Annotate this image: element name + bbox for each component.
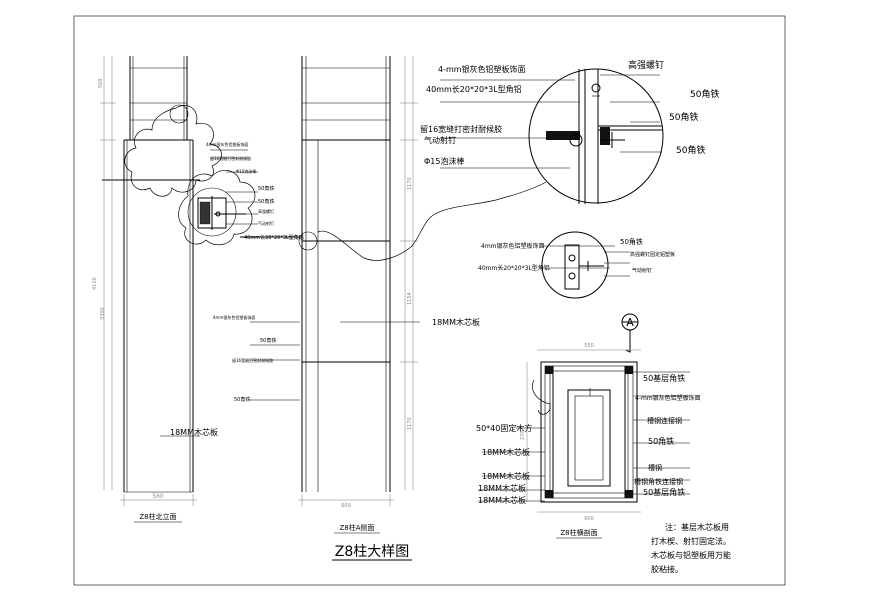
caption-plan: Z8柱横剖面 [560, 528, 597, 537]
md-facing: 4mm银灰色铝塑板饰面 [481, 242, 545, 250]
ld-angle: 40mm长20*20*3L型角铝 [426, 84, 522, 94]
dim-h1: 568 [98, 78, 104, 88]
md-nail: 气动射钉 [632, 267, 652, 274]
caption-side: Z8柱A侧面 [339, 523, 374, 532]
front-elevation [100, 56, 200, 506]
main-title: Z8柱大样图 [335, 544, 410, 560]
large-detail [440, 68, 664, 204]
note-line4: 胶粘接。 [651, 564, 683, 574]
pl-base-iron: 50基层角铁 [643, 373, 685, 383]
ld-facing: 4-mm银灰色铝塑板饰面 [438, 64, 526, 74]
front-board: 18MM木芯板 [170, 427, 218, 437]
pl-board4: 18MM木芯板 [478, 495, 526, 505]
small-detail [178, 149, 300, 246]
side-elevation [250, 56, 420, 506]
side-seal: 留16宽缝打密封耐候胶 [232, 357, 273, 363]
ld-iron2: 50角铁 [669, 111, 698, 123]
sheet-border [73, 15, 786, 586]
sd-facing: 4mm银灰色铝塑板饰面 [206, 141, 248, 147]
pl-iron: 50角铁 [648, 436, 674, 446]
ld-bolt: 高强螺钉 [628, 59, 664, 71]
dim-plan-bottom: 600 [584, 516, 594, 522]
ld-foam: Φ15泡沫棒 [424, 156, 464, 166]
dim-front-width: 560 [152, 493, 164, 500]
pl-wood-block: 50*40固定木方 [476, 423, 532, 433]
caption-front: Z8柱北立面 [139, 512, 176, 521]
dim-plan-w: 550 [584, 343, 594, 349]
front-callout-cloud [124, 105, 222, 197]
ld-iron3: 50角铁 [676, 144, 705, 156]
ld-gap: 留16宽缝打密封耐候胶 [420, 124, 502, 134]
pl-board3: 18MM木芯板 [478, 483, 526, 493]
plan-section: A [478, 313, 690, 513]
ld-gap2: 气动射钉 [424, 135, 456, 145]
side-board: 18MM木芯板 [432, 317, 480, 327]
pl-channel-conn: 槽钢连接钢 [647, 416, 682, 425]
ld-iron1: 50角铁 [690, 88, 719, 100]
pl-base-iron2: 50基层角铁 [643, 487, 685, 497]
sd-seal: 留16宽缝打密封耐候胶 [210, 155, 251, 161]
pl-channel: 槽钢 [648, 463, 662, 472]
sd-angle: 40mm长20*20*3L型角铝 [244, 234, 304, 241]
sd-foam: Φ15泡沫棒 [236, 168, 256, 174]
dim-plan-side: 270 [520, 430, 526, 440]
note-line1: 注：基层木芯板用 [665, 522, 729, 532]
sd-bolt: 高强螺钉 [258, 208, 274, 214]
pl-channel-iron: 槽钢角铁连接钢 [634, 477, 683, 486]
note-line3: 木芯板与铝塑板用万能 [651, 550, 731, 560]
md-angle: 40mm长20*20*3L型角铝 [478, 264, 550, 272]
md-iron: 50角铁 [620, 237, 643, 246]
dim-h6: 1170 [407, 417, 413, 430]
dim-h4: 1170 [407, 177, 413, 190]
dim-h3: 4110 [92, 277, 98, 290]
side-iron: 50角铁 [260, 337, 276, 344]
side-callout-cloud [317, 181, 547, 261]
note-line2: 打木楔、射钉固定法。 [651, 536, 731, 546]
dim-side-width: 600 [341, 503, 351, 509]
dim-h2: 3300 [100, 307, 106, 320]
pl-board1: 18MM木芯板 [482, 447, 530, 457]
pl-facing: 4-mm银灰色铝塑板饰面 [635, 394, 701, 402]
dim-h5: 1154 [407, 292, 413, 305]
mid-detail [541, 231, 630, 299]
sd-iron1: 50角铁 [258, 185, 274, 192]
side-iron2: 50角铁 [234, 396, 250, 403]
sd-nail: 气动射钉 [258, 220, 274, 226]
pl-board2: 18MM木芯板 [482, 471, 530, 481]
sd-iron2: 50角铁 [258, 198, 274, 205]
side-facing: 4mm银灰色铝塑板饰面 [213, 314, 255, 320]
md-bolt: 高强螺钉固定铝塑板 [630, 251, 675, 258]
